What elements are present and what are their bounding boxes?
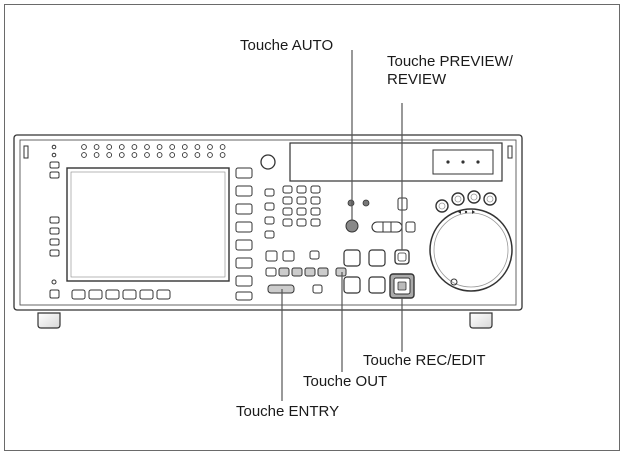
entry-key xyxy=(267,284,295,294)
panel-dot xyxy=(219,152,226,158)
keypad-key xyxy=(296,196,307,205)
callout-lines xyxy=(281,50,403,401)
keypad-key xyxy=(310,185,321,194)
keypad-key xyxy=(282,196,293,205)
auto-key xyxy=(345,219,359,233)
panel-dot xyxy=(93,144,100,150)
function-key xyxy=(265,267,277,277)
panel-dot xyxy=(194,152,201,158)
callout-rec-edit: Touche REC/EDIT xyxy=(363,352,486,369)
figure-frame xyxy=(4,4,620,451)
panel-dot xyxy=(93,152,100,158)
panel-dot xyxy=(181,144,188,150)
dial-buttons xyxy=(435,190,497,213)
preview-review-key xyxy=(394,249,410,265)
callout-preview-line2: REVIEW xyxy=(387,71,447,88)
transport-buttons xyxy=(343,249,386,294)
keypad-key xyxy=(265,250,278,262)
keypad-key xyxy=(282,185,293,194)
keypad-key xyxy=(309,250,320,260)
out-key xyxy=(335,267,347,277)
panel-dot xyxy=(118,152,125,158)
right-rack-ear xyxy=(507,145,513,159)
panel-dot xyxy=(169,144,176,150)
keypad-side-key xyxy=(264,216,275,225)
keypad xyxy=(264,185,347,294)
counter-display xyxy=(432,149,494,175)
panel-dot xyxy=(144,152,150,158)
keypad-key xyxy=(282,218,293,227)
panel-dot xyxy=(118,144,125,150)
keypad-key xyxy=(296,185,307,194)
panel-dot xyxy=(131,144,138,150)
screen-bottom-buttons xyxy=(71,289,171,300)
lcd-screen xyxy=(66,167,230,282)
device-inner-panel xyxy=(19,139,517,306)
panel-dot xyxy=(207,144,213,150)
panel-dot xyxy=(144,144,150,150)
function-key xyxy=(317,267,329,277)
oval-switch xyxy=(371,221,403,233)
panel-dot xyxy=(81,144,87,150)
panel-dot xyxy=(219,144,226,150)
screen-side-buttons xyxy=(235,167,253,301)
left-foot xyxy=(37,312,61,329)
keypad-key xyxy=(282,250,295,262)
keypad-side-key xyxy=(264,188,275,197)
panel-dot xyxy=(106,144,113,150)
keypad-key xyxy=(312,284,323,294)
function-key xyxy=(291,267,303,277)
keypad-side-key xyxy=(264,230,275,239)
callout-preview-review: Touche PREVIEW/ REVIEW xyxy=(387,53,513,89)
top-dot-rows xyxy=(81,144,226,158)
panel-dot xyxy=(169,152,176,158)
panel-dot xyxy=(181,152,188,158)
keypad-key xyxy=(296,218,307,227)
panel-dot xyxy=(106,152,113,158)
panel-dot xyxy=(207,152,213,158)
left-rack-ear xyxy=(23,145,29,159)
left-column-buttons xyxy=(49,144,60,299)
panel-dot xyxy=(131,152,138,158)
panel-dot xyxy=(156,152,163,158)
keypad-side-key xyxy=(264,202,275,211)
callout-entry: Touche ENTRY xyxy=(236,403,340,420)
keypad-key xyxy=(310,196,321,205)
callout-out: Touche OUT xyxy=(303,373,388,390)
panel-dot xyxy=(156,144,163,150)
function-key xyxy=(304,267,316,277)
keypad-key xyxy=(310,218,321,227)
keypad-key xyxy=(296,207,307,216)
function-key xyxy=(278,267,290,277)
right-foot xyxy=(469,312,493,329)
jog-dial xyxy=(429,208,513,292)
callout-preview-line1: Touche PREVIEW/ xyxy=(387,53,513,70)
upper-display-window xyxy=(289,142,503,182)
panel-dot xyxy=(194,144,201,150)
callout-auto: Touche AUTO xyxy=(240,37,334,54)
panel-dot xyxy=(81,152,87,158)
small-knob xyxy=(260,154,276,170)
keypad-key xyxy=(310,207,321,216)
keypad-key xyxy=(282,207,293,216)
